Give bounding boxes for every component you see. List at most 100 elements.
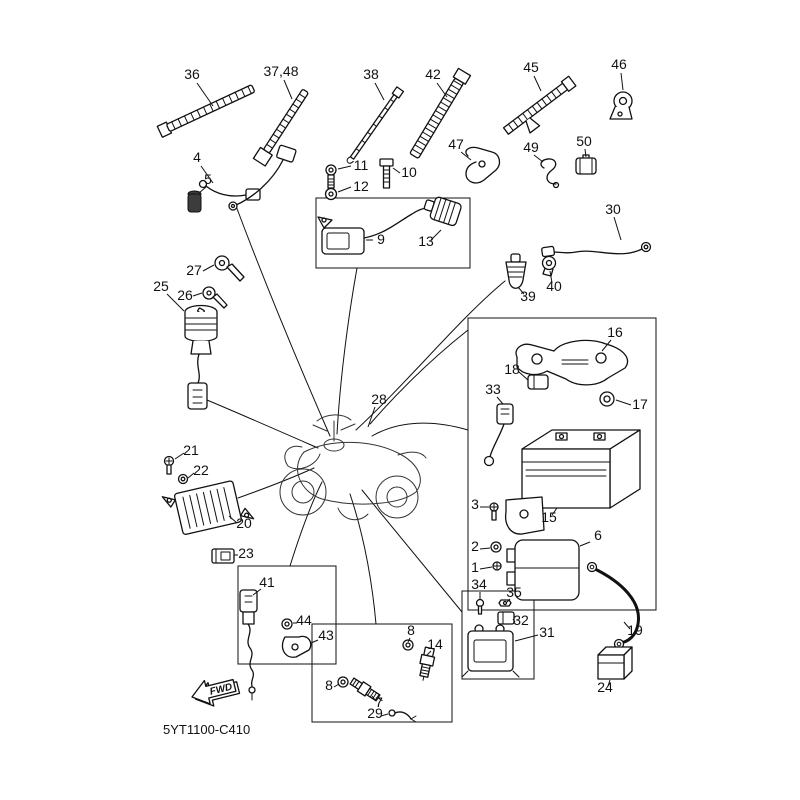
leader-line-33 bbox=[496, 396, 504, 405]
rectifier-20 bbox=[161, 480, 255, 535]
connector-32 bbox=[497, 611, 515, 625]
screw-1 bbox=[492, 561, 502, 571]
boot-39 bbox=[505, 253, 527, 289]
leader-line-32 bbox=[512, 618, 516, 623]
leader-line-37,48 bbox=[283, 79, 293, 100]
main-switch-group bbox=[184, 255, 245, 410]
leader-line-10 bbox=[392, 167, 401, 174]
starter-relay-box bbox=[461, 590, 535, 680]
cdi-unit-6 bbox=[506, 539, 580, 601]
part-callout-5: 5 bbox=[204, 171, 212, 187]
leader-line-11 bbox=[337, 165, 352, 170]
battery-bracket-16 bbox=[515, 339, 629, 386]
leader-line-25 bbox=[166, 293, 185, 312]
leader-line-8 bbox=[407, 637, 411, 643]
part-callout-12: 12 bbox=[353, 178, 369, 194]
part-callout-17: 17 bbox=[632, 396, 648, 412]
ignition-coil-9 bbox=[317, 207, 429, 255]
leader-line-4 bbox=[200, 165, 214, 184]
part-callout-50: 50 bbox=[576, 133, 592, 149]
part-callout-24: 24 bbox=[597, 679, 613, 695]
leader-line-6 bbox=[579, 541, 591, 547]
part-callout-28: 28 bbox=[371, 391, 387, 407]
part-callout-35: 35 bbox=[506, 584, 522, 600]
sensor-box bbox=[237, 565, 337, 665]
part-callout-11: 11 bbox=[354, 157, 369, 173]
group-boxes bbox=[237, 197, 657, 723]
bolt-34 bbox=[475, 598, 485, 615]
part-callout-19: 19 bbox=[627, 622, 643, 638]
spark-plug-cap-13 bbox=[423, 196, 462, 227]
leader-line-13 bbox=[430, 229, 442, 241]
part-callout-21: 21 bbox=[183, 442, 199, 458]
part-callout-23: 23 bbox=[238, 545, 254, 561]
part-callout-8: 8 bbox=[407, 622, 415, 638]
sensor-41 bbox=[239, 589, 258, 701]
cable-tie-37-48 bbox=[252, 89, 309, 167]
leader-line-22 bbox=[187, 472, 195, 479]
leader-line-47 bbox=[460, 151, 472, 161]
leader-line-26 bbox=[192, 292, 203, 297]
wire-connector-33 bbox=[483, 403, 514, 467]
washer-22 bbox=[177, 473, 189, 485]
clamp-46 bbox=[609, 91, 633, 120]
leader-line-43 bbox=[310, 639, 319, 644]
clip-23 bbox=[211, 548, 235, 564]
leader-line-39 bbox=[517, 286, 525, 295]
battery-cable-19 bbox=[586, 561, 640, 650]
fwd-label: FWD bbox=[209, 682, 234, 698]
part-callout-31: 31 bbox=[539, 624, 555, 640]
leader-line-18 bbox=[518, 371, 529, 381]
part-callout-47: 47 bbox=[448, 136, 464, 152]
leader-line-27 bbox=[202, 264, 215, 272]
leader-line-30 bbox=[613, 216, 622, 241]
diagram-code: 5YT1100-C410 bbox=[163, 722, 250, 737]
part-callout-15: 15 bbox=[541, 509, 557, 525]
leader-line-7 bbox=[371, 695, 377, 702]
leader-line-50 bbox=[584, 148, 587, 158]
part-callout-44: 44 bbox=[296, 612, 312, 628]
leader-line-38 bbox=[374, 82, 385, 101]
leader-line-15 bbox=[551, 507, 558, 516]
cable-tie-36 bbox=[156, 84, 255, 138]
part-callout-14: 14 bbox=[427, 636, 443, 652]
part-callout-30: 30 bbox=[605, 201, 621, 217]
washer-8-lower bbox=[337, 676, 349, 688]
washer-8-upper bbox=[402, 639, 414, 651]
leader-line-46 bbox=[620, 72, 624, 91]
wire-lead-4-5 bbox=[187, 144, 297, 213]
cable-tie-45 bbox=[502, 75, 577, 135]
spark-plug-14 bbox=[419, 646, 436, 681]
leader-line-49 bbox=[533, 154, 544, 163]
battery-box bbox=[467, 317, 657, 611]
stay-43 bbox=[281, 635, 312, 658]
part-callout-26: 26 bbox=[177, 287, 193, 303]
leader-line-42 bbox=[436, 82, 448, 98]
leader-line-17 bbox=[615, 399, 632, 406]
ignition-coil-box bbox=[315, 197, 471, 269]
sub-lead-30 bbox=[541, 241, 652, 258]
spark-plug-7 bbox=[349, 677, 383, 702]
part-callout-29: 29 bbox=[367, 705, 383, 721]
leader-line-12 bbox=[337, 186, 352, 193]
terminal-lead-29 bbox=[388, 709, 417, 723]
washer-44 bbox=[281, 618, 293, 630]
leader-line-28 bbox=[367, 406, 376, 428]
holder-47 bbox=[465, 146, 501, 184]
leader-line-35 bbox=[506, 598, 511, 603]
part-callout-32: 32 bbox=[513, 612, 529, 628]
leader-line-36 bbox=[196, 82, 214, 107]
atv-sketch bbox=[279, 414, 427, 521]
part-callout-20: 20 bbox=[236, 515, 252, 531]
part-callout-45: 45 bbox=[523, 59, 539, 75]
part-callout-13: 13 bbox=[418, 233, 434, 249]
part-callout-16: 16 bbox=[607, 324, 623, 340]
part-callout-4: 4 bbox=[193, 149, 201, 165]
relay-24 bbox=[597, 646, 633, 680]
part-callout-37,48: 37,48 bbox=[263, 63, 298, 79]
battery-15 bbox=[521, 429, 641, 509]
leader-line-20 bbox=[228, 515, 238, 524]
part-callout-43: 43 bbox=[318, 627, 334, 643]
